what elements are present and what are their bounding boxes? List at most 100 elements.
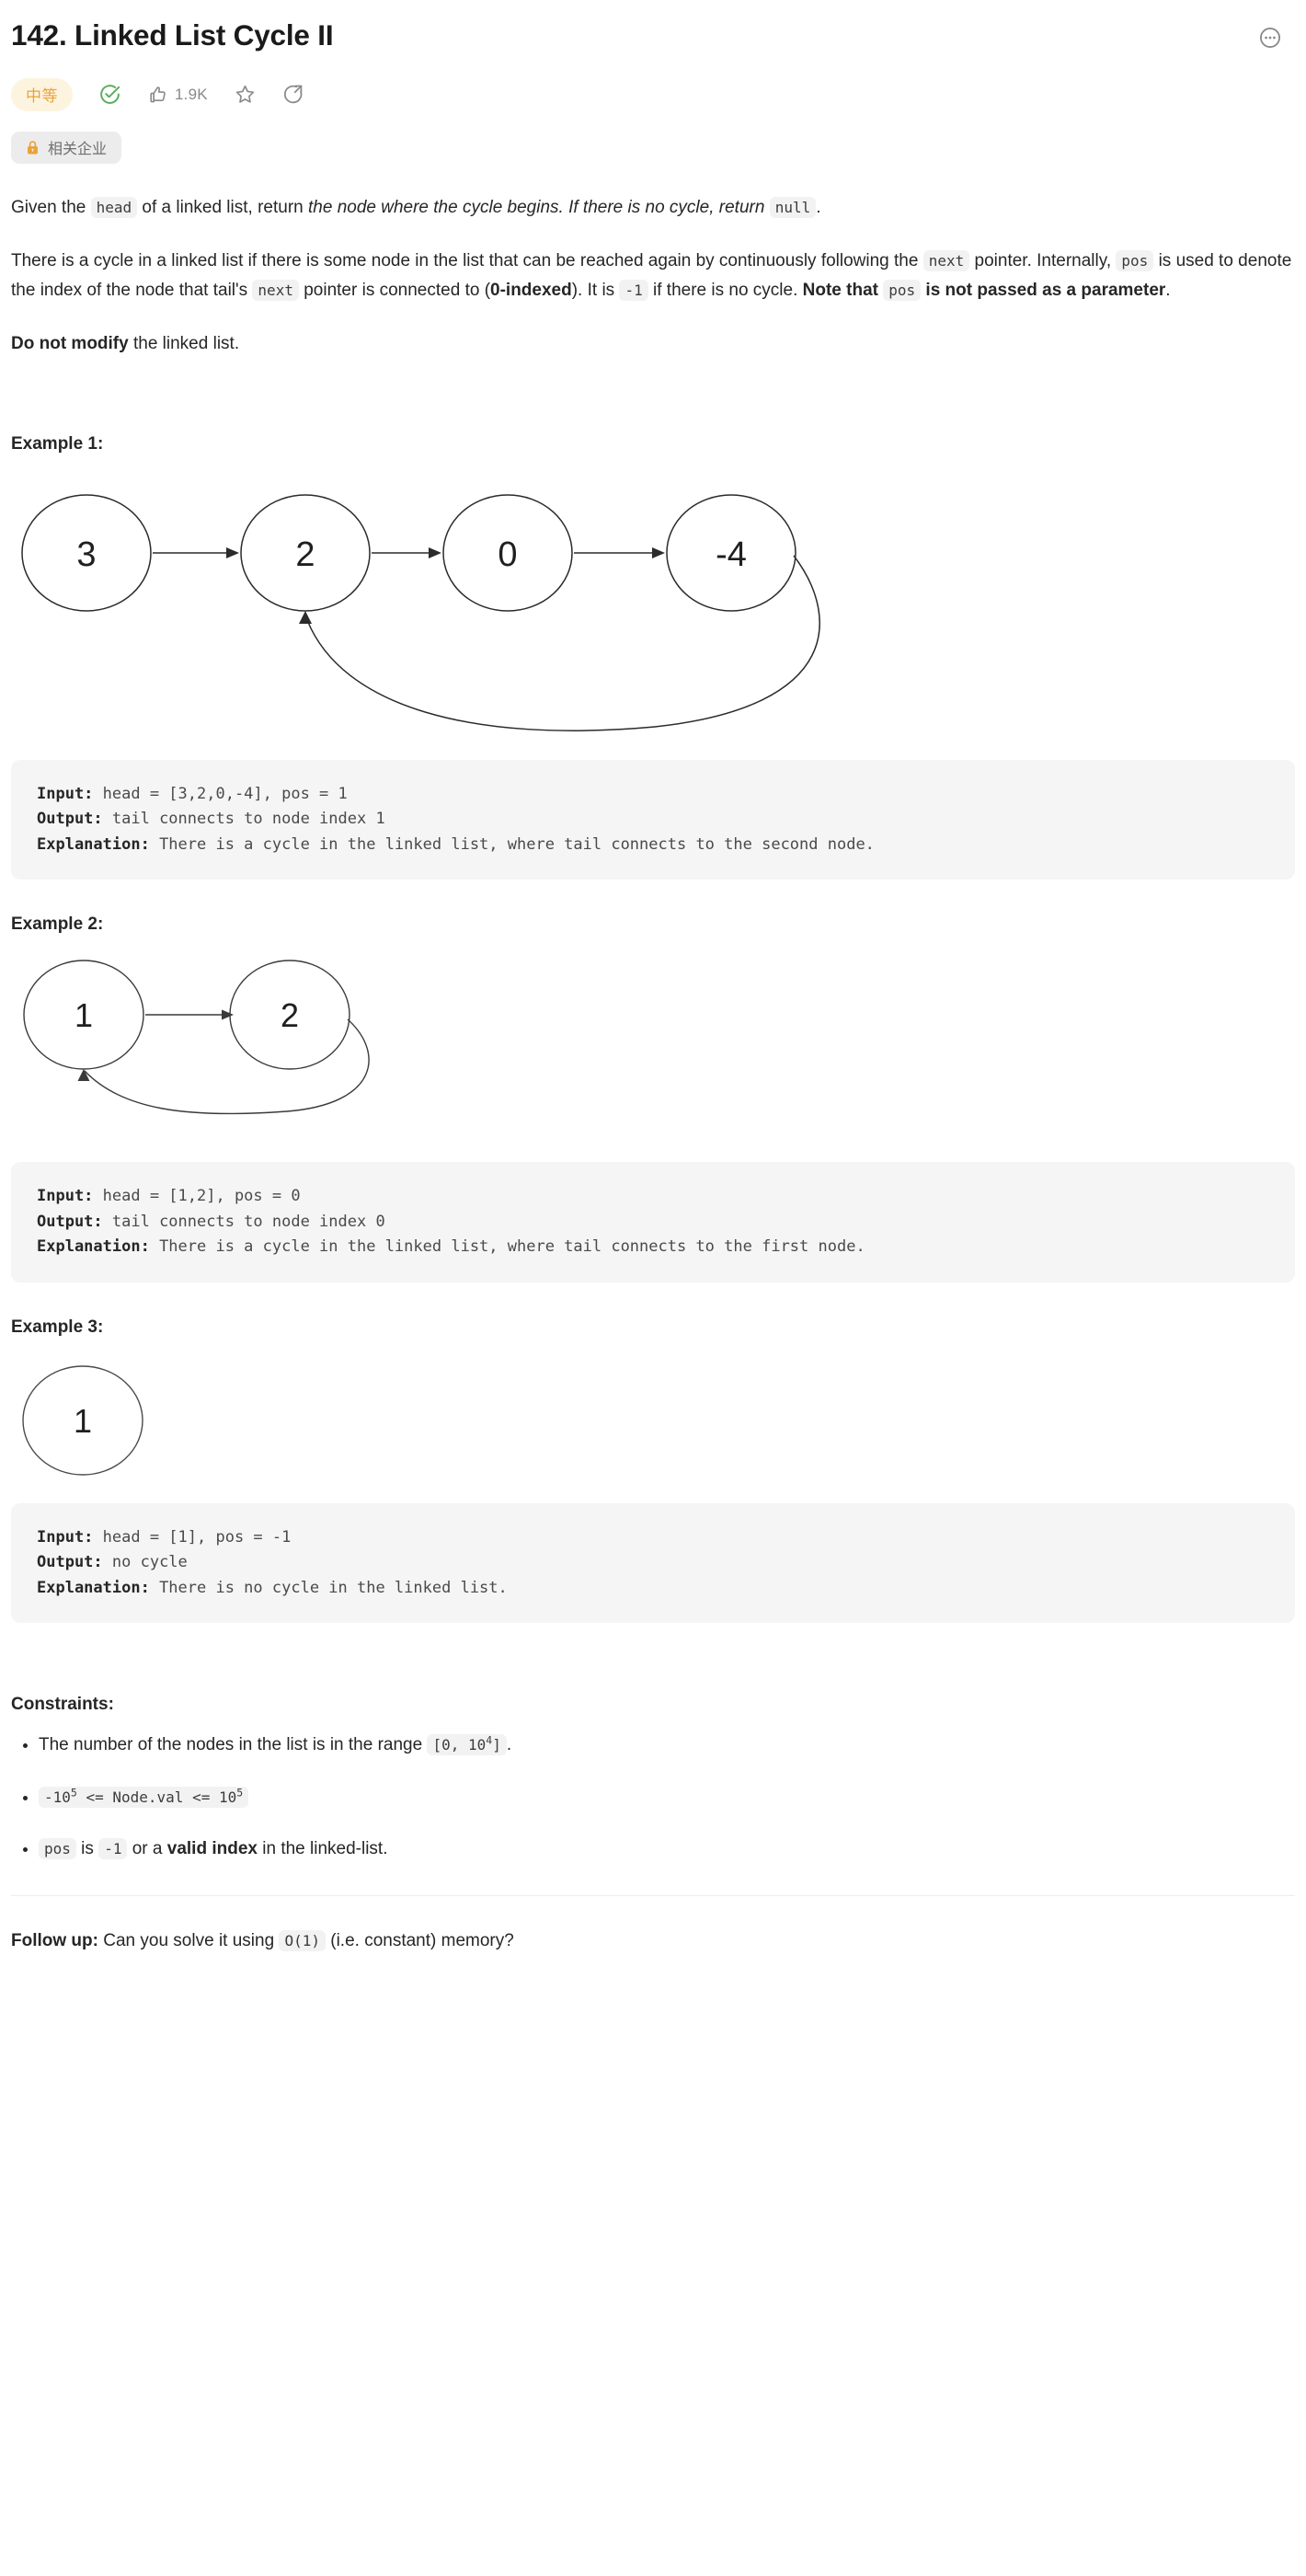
section-divider: [11, 1894, 1295, 1896]
code-chip-head: head: [90, 196, 138, 218]
example-block-1: Example 1: 3 2 0 -4: [11, 434, 1295, 880]
desc-p1-text-4: .: [816, 197, 821, 217]
desc-p2-bold-not-passed: is not passed as a parameter: [921, 280, 1166, 300]
example-block-3: Example 3: 1 Input: head = [1], pos = -1…: [11, 1317, 1295, 1624]
desc-p1-text-2: of a linked list, return: [137, 197, 309, 217]
constraint-item-1: The number of the nodes in the list is i…: [39, 1731, 1295, 1759]
page-title: 142. Linked List Cycle II: [11, 18, 334, 52]
example-1-explanation-value: There is a cycle in the linked list, whe…: [149, 834, 875, 854]
constraint-1-code: [0, 104]: [427, 1734, 507, 1756]
related-companies-label: 相关企业: [48, 142, 108, 158]
share-button[interactable]: [282, 83, 305, 106]
constraint-2-code-sup-1: 5: [70, 1786, 77, 1800]
check-circle-icon: [100, 85, 120, 105]
example-1-node-1: 2: [295, 535, 315, 574]
example-1-node-3: -4: [716, 535, 747, 574]
desc-p2-bold-note-that: Note that: [802, 280, 884, 300]
desc-p2-bold-zero-indexed: 0-indexed: [490, 280, 572, 300]
constraints-section: Constraints: The number of the nodes in …: [11, 1695, 1295, 1863]
constraint-3-code-pos: pos: [39, 1838, 76, 1860]
constraint-3-text-3: in the linked-list.: [257, 1839, 388, 1859]
desc-p2-text-3: is used to denote the index of the node …: [11, 250, 1292, 300]
ellipsis-circle-icon[interactable]: [1254, 22, 1286, 53]
code-chip-pos-2: pos: [883, 279, 922, 301]
example-2-input-value: head = [1,2], pos = 0: [93, 1187, 301, 1206]
example-1-input-label: Input:: [37, 784, 94, 803]
desc-p1-text-3: [764, 198, 769, 217]
constraint-1-text-1: The number of the nodes in the list is i…: [39, 1735, 428, 1755]
example-1-node-2: 0: [498, 535, 517, 574]
meta-row: 中等 1.9K: [11, 54, 1295, 111]
related-companies-badge[interactable]: 相关企业: [11, 131, 122, 164]
code-chip-null: null: [769, 196, 817, 218]
description-paragraph-2: There is a cycle in a linked list if the…: [11, 247, 1295, 305]
constraint-item-2: -105 <= Node.val <= 105: [39, 1784, 1295, 1811]
favorite-button[interactable]: [234, 83, 257, 106]
description-paragraph-3: Do not modify the linked list.: [11, 329, 1295, 359]
example-2-title: Example 2:: [11, 914, 104, 935]
example-2-input-label: Input:: [37, 1187, 94, 1206]
example-3-diagram: 1: [22, 1365, 143, 1476]
example-3-output-value: no cycle: [102, 1553, 188, 1572]
desc-p3-bold: Do not modify: [11, 333, 129, 353]
example-2-output-value: tail connects to node index 0: [102, 1212, 385, 1231]
constraint-2-code-mid: <= Node.val <= 10: [76, 1788, 237, 1806]
solved-status-button[interactable]: [98, 83, 121, 106]
example-3-code-block: Input: head = [1], pos = -1 Output: no c…: [11, 1502, 1295, 1624]
constraint-3-bold: valid index: [166, 1839, 258, 1859]
example-3-output-label: Output:: [37, 1553, 103, 1572]
constraint-1-code-pre: [0, 10: [432, 1736, 487, 1754]
example-2-output-label: Output:: [37, 1212, 103, 1231]
example-3-input-label: Input:: [37, 1527, 94, 1547]
code-chip-minus-one: -1: [619, 279, 648, 301]
constraint-1-code-sup: 4: [486, 1734, 493, 1748]
example-1-code-block: Input: head = [3,2,0,-4], pos = 1 Output…: [11, 759, 1295, 880]
followup-label: Follow up:: [11, 1930, 98, 1950]
example-2-node-1: 2: [281, 996, 299, 1034]
example-3-explanation-label: Explanation:: [37, 1578, 150, 1597]
example-2-explanation-label: Explanation:: [37, 1237, 150, 1257]
lock-icon: [28, 141, 38, 155]
company-tag-row: 相关企业: [11, 111, 1295, 164]
example-3-explanation-value: There is no cycle in the linked list.: [149, 1578, 508, 1597]
followup-text-2: (i.e. constant) memory?: [325, 1930, 514, 1950]
constraint-2-code-pre: -10: [44, 1788, 71, 1806]
followup-text-1: Can you solve it using: [97, 1930, 280, 1950]
example-1-explanation-label: Explanation:: [37, 834, 150, 854]
code-chip-pos-1: pos: [1116, 249, 1154, 271]
constraint-item-3: pos is -1 or a valid index in the linked…: [39, 1835, 1295, 1863]
example-3-title: Example 3:: [11, 1317, 104, 1337]
desc-p2-text-4: pointer is connected to (: [298, 280, 491, 300]
desc-p2-text-5: ). It is: [571, 280, 620, 300]
example-1-input-value: head = [3,2,0,-4], pos = 1: [93, 784, 348, 803]
constraint-1-text-2: .: [506, 1735, 512, 1755]
example-1-diagram: 3 2 0 -4: [21, 493, 820, 731]
example-1-output-value: tail connects to node index 1: [102, 810, 385, 829]
constraint-3-code-minus-one: -1: [98, 1838, 128, 1860]
example-2-explanation-value: There is a cycle in the linked list, whe…: [149, 1237, 865, 1257]
example-block-2: Example 2: 1 2 Input: head = [1,2], pos …: [11, 914, 1295, 1282]
constraint-2-code-sup-2: 5: [236, 1786, 244, 1800]
constraint-3-text-2: or a: [127, 1839, 167, 1859]
like-button[interactable]: 1.9K: [147, 84, 208, 106]
example-2-code-block: Input: head = [1,2], pos = 0 Output: tai…: [11, 1162, 1295, 1282]
difficulty-badge[interactable]: 中等: [11, 77, 73, 111]
desc-p3-text: the linked list.: [128, 333, 240, 353]
constraints-title: Constraints:: [11, 1695, 114, 1715]
example-1-title: Example 1:: [11, 433, 104, 454]
desc-p2-text-7: .: [1165, 280, 1171, 300]
title-row: 142. Linked List Cycle II: [11, 0, 1295, 54]
code-chip-next-2: next: [252, 279, 299, 301]
example-1-output-label: Output:: [37, 810, 103, 829]
star-outline-icon: [235, 86, 254, 104]
constraints-list: The number of the nodes in the list is i…: [11, 1731, 1295, 1863]
desc-p2-text-6: if there is no cycle.: [647, 280, 803, 300]
followup-paragraph: Follow up: Can you solve it using O(1) (…: [11, 1927, 1295, 1955]
example-3-input-value: head = [1], pos = -1: [93, 1527, 292, 1547]
desc-p1-text-1: Given the: [11, 197, 91, 217]
description-paragraph-1: Given the head of a linked list, return …: [11, 193, 1295, 223]
problem-description: Given the head of a linked list, return …: [11, 164, 1295, 359]
code-chip-o1: O(1): [279, 1929, 326, 1951]
example-1-node-0: 3: [76, 535, 96, 574]
